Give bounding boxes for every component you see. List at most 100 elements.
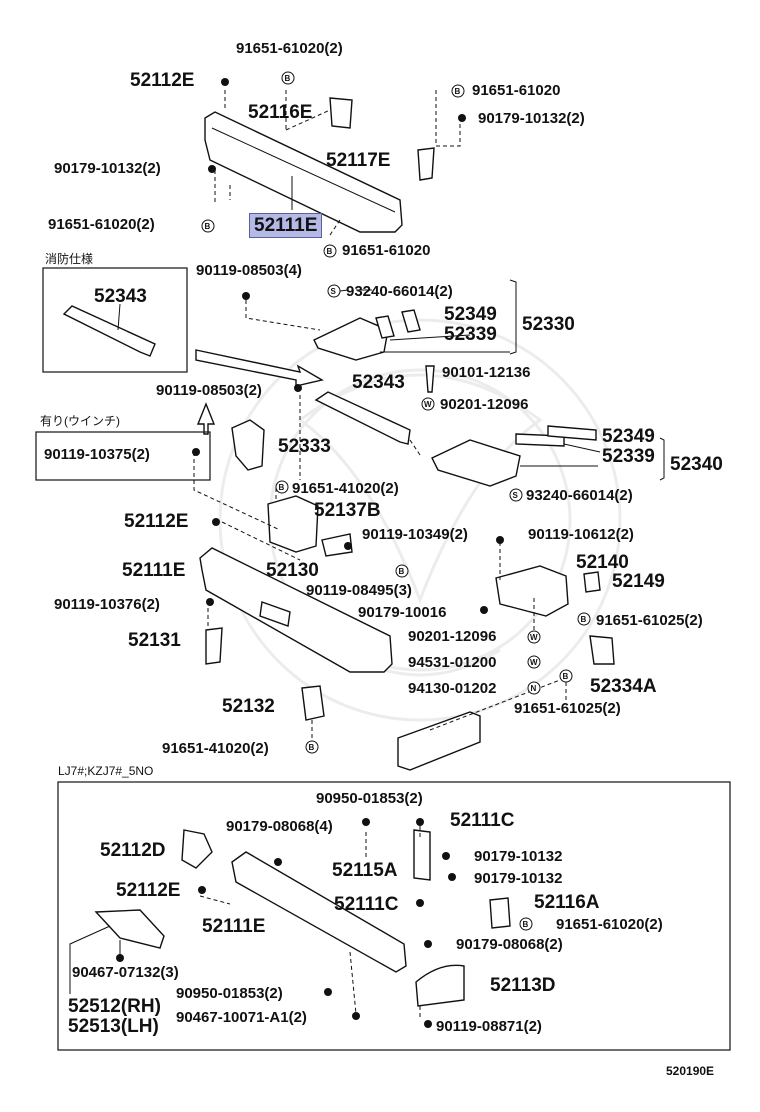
part-label: 52111C (334, 894, 399, 915)
part-label: 91651-61020 (342, 242, 431, 259)
nut-symbol: N (527, 681, 541, 695)
bolt-symbol: B (577, 612, 591, 626)
winch-box (35, 431, 211, 481)
part-label: 90119-08495(3) (306, 582, 412, 599)
part-label: 90119-08871(2) (436, 1018, 542, 1035)
bolt-symbol: B (451, 84, 465, 98)
fire-spec-box (42, 267, 188, 373)
bracket-52130 (193, 452, 353, 561)
part-label: 52513(LH) (68, 1016, 159, 1037)
part-label: 91651-41020(2) (292, 480, 399, 497)
part-label: 52349 (444, 304, 497, 325)
plate-52343 (299, 391, 421, 480)
part-label: 52116E (248, 102, 313, 123)
frame-rail (397, 679, 561, 771)
arrow-up (196, 402, 216, 435)
section-label: 消防仕様 (45, 252, 94, 266)
part-label: 52343 (352, 372, 405, 393)
svg-text:B: B (279, 483, 285, 492)
part-label: 93240-66014(2) (526, 487, 633, 504)
part-label: 52115A (332, 860, 398, 881)
part-label: 52112E (124, 511, 189, 532)
bracket-52132 (301, 685, 325, 721)
screw-symbol: S (327, 284, 341, 298)
svg-text:B: B (309, 743, 315, 752)
bracket-52131 (205, 627, 223, 665)
bumper-upper (204, 90, 461, 236)
part-label: 52130 (266, 560, 319, 581)
part-label: 90201-12096 (440, 396, 529, 413)
part-label: 90119-08503(2) (156, 382, 262, 399)
part-label: 52340 (670, 454, 723, 475)
part-label: 52137B (314, 500, 381, 521)
bolt-symbol: B (395, 564, 409, 578)
part-label: 52116A (534, 892, 600, 913)
svg-text:W: W (424, 400, 432, 409)
part-label: 90467-07132(3) (72, 964, 179, 981)
svg-text:W: W (530, 658, 538, 667)
svg-text:S: S (331, 287, 337, 296)
part-label: 52111C (450, 810, 515, 831)
bolt-symbol: B (201, 219, 215, 233)
part-label: 52140 (576, 552, 629, 573)
part-label: 52112E (130, 70, 195, 91)
part-label: 90119-10375(2) (44, 446, 150, 463)
part-label: 52131 (128, 630, 181, 651)
part-label: 91651-61025(2) (514, 700, 621, 717)
part-label: 90179-08068(4) (226, 818, 333, 835)
part-label: 90179-10132(2) (478, 110, 585, 127)
svg-text:N: N (531, 684, 537, 693)
svg-text:B: B (523, 920, 529, 929)
arrow-right (195, 349, 324, 387)
bolt-symbol: B (281, 71, 295, 85)
part-label: 52132 (222, 696, 275, 717)
part-label: 90950-01853(2) (316, 790, 423, 807)
washer-symbol: W (527, 655, 541, 669)
bumper-lower (69, 826, 511, 1020)
bolt-symbol: B (305, 740, 319, 754)
part-label: 52111E (122, 560, 186, 581)
svg-text:S: S (513, 491, 519, 500)
part-label: 90179-10016 (358, 604, 447, 621)
part-label: 52349 (602, 426, 655, 447)
part-label: 90101-12136 (442, 364, 531, 381)
washer-symbol: W (421, 397, 435, 411)
part-label: 90119-08503(4) (196, 262, 302, 279)
screw-symbol: S (509, 488, 523, 502)
part-label: 90179-10132 (474, 848, 563, 865)
bolt-symbol: B (519, 917, 533, 931)
part-label: 52333 (278, 436, 331, 457)
section-label: 有り(ウインチ) (40, 414, 120, 428)
plate-52343-small (62, 303, 156, 357)
part-label: 52112E (116, 880, 181, 901)
part-label: 90119-10349(2) (362, 526, 468, 543)
part-label: 52149 (612, 571, 665, 592)
diagram-id: 520190E (666, 1064, 715, 1078)
part-label: 90179-08068(2) (456, 936, 563, 953)
part-label: 52339 (602, 446, 655, 467)
part-label: 91651-61025(2) (596, 612, 703, 629)
svg-text:B: B (327, 247, 333, 256)
part-label: 52334A (590, 676, 657, 697)
part-label: 90119-10612(2) (528, 526, 634, 543)
bolt-symbol-text: B (285, 74, 291, 83)
bracket-52140 (495, 542, 615, 700)
washer-symbol: W (527, 630, 541, 644)
part-label: 52112D (100, 840, 166, 861)
bumper-middle (199, 547, 393, 673)
highlighted-part-label[interactable]: 52111E (249, 213, 323, 238)
svg-text:B: B (399, 567, 405, 576)
svg-text:B: B (563, 672, 569, 681)
bracket-52340 (431, 425, 665, 487)
part-label: 90467-10071-A1(2) (176, 1009, 307, 1026)
part-label: 90179-10132 (474, 870, 563, 887)
svg-text:B: B (205, 222, 211, 231)
part-label: 93240-66014(2) (346, 283, 453, 300)
svg-text:B: B (581, 615, 587, 624)
part-label: 94130-01202 (408, 680, 497, 697)
svg-text:W: W (530, 633, 538, 642)
part-label: 91651-61020(2) (236, 40, 343, 57)
bracket-52333 (231, 419, 265, 471)
part-label: 52113D (490, 975, 556, 996)
